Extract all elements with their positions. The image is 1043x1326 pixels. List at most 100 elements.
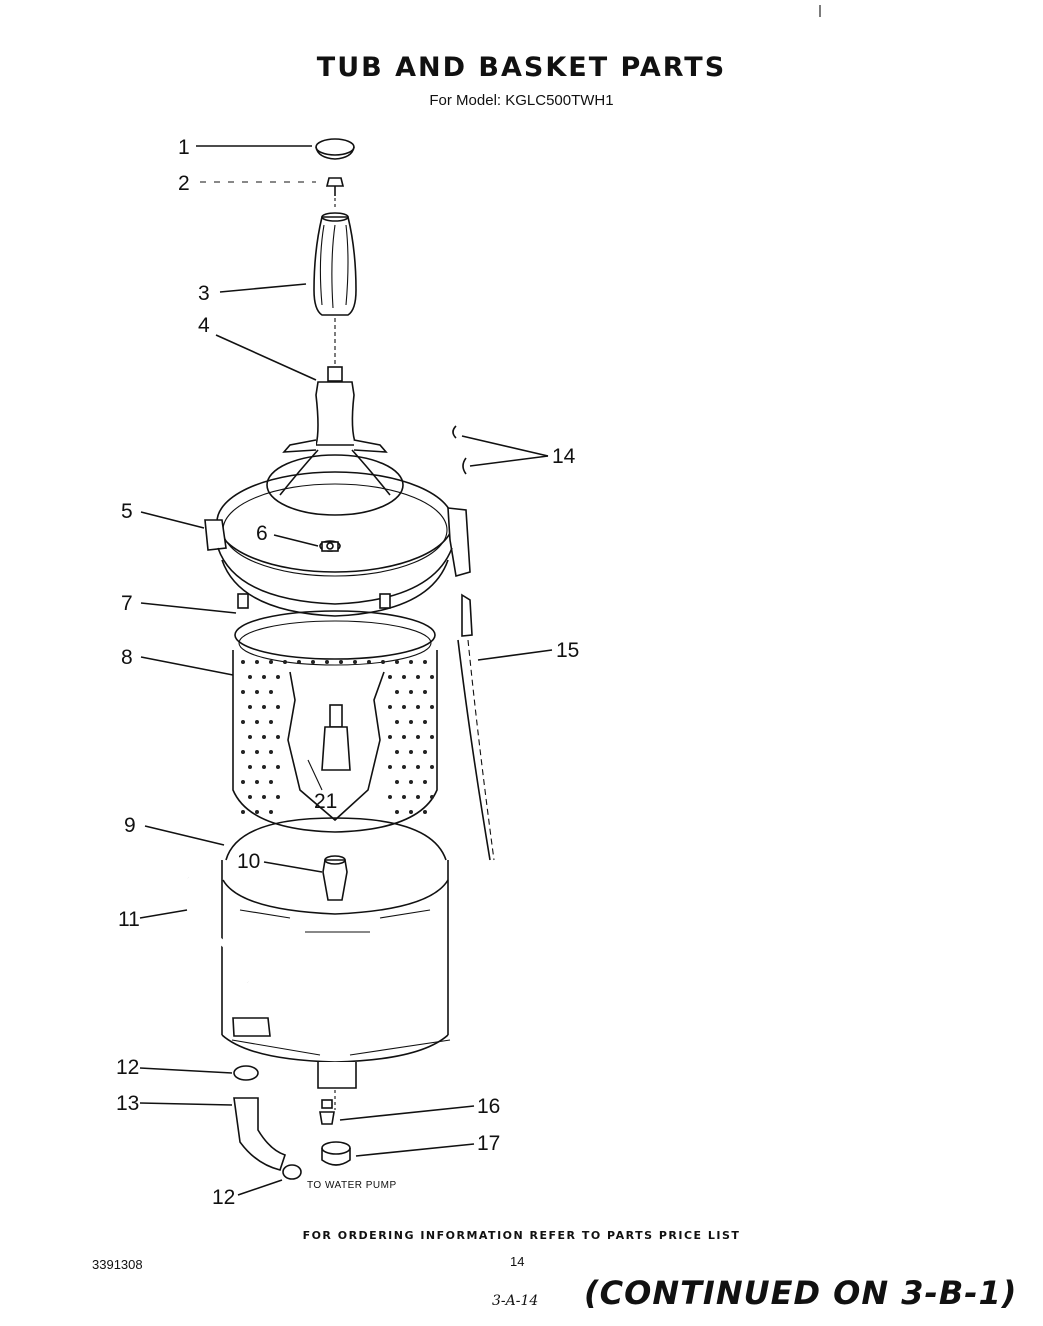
- basket-hole: [339, 660, 343, 664]
- basket-hole: [416, 705, 420, 709]
- part-7-balance-ring: [234, 593, 436, 666]
- basket-hole: [430, 705, 434, 709]
- basket-hole: [395, 690, 399, 694]
- basket-hole: [241, 720, 245, 724]
- basket-hole: [430, 765, 434, 769]
- callout-16: 16: [477, 1095, 500, 1118]
- basket-hole: [297, 660, 301, 664]
- basket-hole: [255, 720, 259, 724]
- basket-hole: [283, 660, 287, 664]
- callout-12-upper: 12: [116, 1056, 139, 1079]
- part-10-hub: [322, 855, 348, 901]
- callout-11: 11: [118, 908, 140, 931]
- part-3-agitator-barrel: [313, 212, 357, 365]
- callout-6: 6: [256, 522, 268, 545]
- part-21-drive-tube: [307, 704, 351, 791]
- basket-hole: [269, 660, 273, 664]
- callout-10: 10: [237, 850, 260, 873]
- basket-hole: [402, 795, 406, 799]
- part-17-seal: [321, 1141, 351, 1166]
- callout-17: 17: [477, 1132, 500, 1155]
- basket-hole: [430, 675, 434, 679]
- part-16-bolt: [319, 1099, 335, 1125]
- part-12-clamp-upper: [233, 1065, 259, 1081]
- basket-hole: [388, 705, 392, 709]
- basket-hole: [241, 660, 245, 664]
- basket-hole: [262, 675, 266, 679]
- basket-hole: [402, 735, 406, 739]
- continued-note: (CONTINUED ON 3-B-1): [584, 1274, 1018, 1312]
- page-number: 14: [510, 1254, 525, 1269]
- basket-hole: [269, 780, 273, 784]
- basket-hole: [409, 750, 413, 754]
- callout-3: 3: [198, 282, 210, 305]
- basket-hole: [255, 690, 259, 694]
- handwritten-reference: 3-A-14: [492, 1293, 539, 1309]
- basket-hole: [269, 810, 273, 814]
- basket-hole: [395, 780, 399, 784]
- callout-9: 9: [124, 814, 136, 837]
- basket-hole: [248, 735, 252, 739]
- basket-hole: [409, 810, 413, 814]
- basket-hole: [269, 750, 273, 754]
- basket-hole: [416, 765, 420, 769]
- callout-1: 1: [178, 136, 190, 159]
- basket-hole: [262, 705, 266, 709]
- part-12-clamp-lower: [282, 1164, 302, 1180]
- basket-hole: [262, 765, 266, 769]
- basket-hole: [430, 795, 434, 799]
- basket-hole: [367, 660, 371, 664]
- basket-hole: [241, 780, 245, 784]
- callout-13: 13: [116, 1092, 139, 1115]
- basket-hole: [416, 675, 420, 679]
- part-5-tub-ring: [204, 471, 471, 617]
- leader-lines: [139, 145, 553, 1196]
- pump-note: TO WATER PUMP: [307, 1180, 397, 1191]
- basket-hole: [409, 720, 413, 724]
- basket-hole: [262, 795, 266, 799]
- basket-hole: [423, 750, 427, 754]
- basket-hole: [395, 660, 399, 664]
- basket-hole: [409, 780, 413, 784]
- basket-hole: [388, 795, 392, 799]
- basket-hole: [423, 660, 427, 664]
- callout-12-lower: 12: [212, 1186, 235, 1209]
- basket-hole: [248, 705, 252, 709]
- basket-hole: [423, 810, 427, 814]
- basket-hole: [416, 735, 420, 739]
- basket-hole: [255, 810, 259, 814]
- page-title: TUB AND BASKET PARTS: [316, 52, 727, 83]
- callout-7: 7: [121, 592, 133, 615]
- basket-hole: [353, 660, 357, 664]
- callout-2: 2: [178, 172, 190, 195]
- basket-hole: [430, 735, 434, 739]
- part-4-agitator: [266, 366, 404, 516]
- basket-hole: [262, 735, 266, 739]
- basket-hole: [255, 750, 259, 754]
- basket-hole: [423, 690, 427, 694]
- part-6-nut: [319, 540, 341, 552]
- basket-hole: [241, 750, 245, 754]
- basket-hole: [402, 705, 406, 709]
- basket-hole: [269, 720, 273, 724]
- basket-hole: [423, 780, 427, 784]
- model-subtitle: For Model: KGLC500TWH1: [429, 92, 614, 109]
- part-14-clips: [452, 425, 467, 475]
- basket-hole: [325, 660, 329, 664]
- basket-hole: [248, 795, 252, 799]
- basket-hole: [248, 675, 252, 679]
- basket-hole: [388, 735, 392, 739]
- basket-hole: [241, 690, 245, 694]
- basket-hole: [423, 720, 427, 724]
- basket-hole: [269, 690, 273, 694]
- basket-hole: [311, 660, 315, 664]
- part-15-siphon-hose: [457, 593, 495, 861]
- basket-hole: [381, 660, 385, 664]
- ordering-note: FOR ORDERING INFORMATION REFER TO PARTS …: [302, 1229, 741, 1242]
- callout-15: 15: [556, 639, 579, 662]
- basket-hole: [395, 750, 399, 754]
- basket-hole: [402, 675, 406, 679]
- callout-14: 14: [552, 445, 576, 468]
